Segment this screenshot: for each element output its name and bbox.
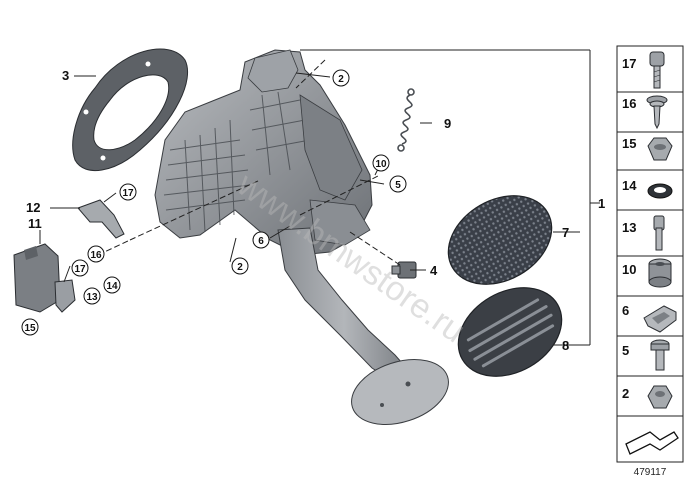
callout-2-top: 2 — [338, 74, 344, 85]
callout-17-bottom: 17 — [74, 264, 86, 275]
hex-nut-2-icon — [647, 385, 673, 409]
clip-6-icon — [643, 305, 677, 333]
callout-10: 10 — [375, 159, 387, 170]
callout-9: 9 — [444, 116, 451, 131]
bushing-10-icon — [648, 258, 672, 288]
callout-8: 8 — [562, 338, 569, 353]
callout-6: 6 — [258, 236, 264, 247]
parts-legend: 17 16 15 14 13 10 6 5 2 — [616, 45, 684, 463]
callout-5: 5 — [395, 180, 401, 191]
pedal-pad-8-part — [457, 287, 563, 377]
callout-7: 7 — [562, 225, 569, 240]
bolt-5-icon — [650, 339, 670, 371]
switch-part-4 — [391, 261, 417, 279]
callout-11: 11 — [28, 216, 42, 231]
callout-2-bottom: 2 — [237, 262, 243, 273]
spring-part — [397, 88, 415, 152]
orientation-arrow-icon — [625, 431, 679, 455]
legend-label-6: 6 — [622, 303, 629, 318]
pedal-arm-part — [277, 227, 449, 425]
callout-1: 1 — [598, 196, 605, 211]
diagram-id: 479117 — [634, 467, 667, 478]
legend-label-16: 16 — [622, 96, 636, 111]
callout-13: 13 — [86, 292, 98, 303]
legend-label-10: 10 — [622, 262, 636, 277]
callout-16: 16 — [90, 250, 102, 261]
gasket-part — [72, 48, 189, 172]
pedal-pad-7-part — [447, 195, 553, 285]
screw-16-icon — [646, 95, 668, 130]
sensor-part-11 — [13, 243, 76, 313]
callout-17-top: 17 — [122, 188, 134, 199]
callout-3: 3 — [62, 68, 69, 83]
legend-label-2: 2 — [622, 386, 629, 401]
leader-lines — [39, 49, 600, 346]
callout-14: 14 — [106, 281, 118, 292]
circled-callouts: 2 2 10 5 6 17 16 17 14 13 15 — [21, 69, 407, 336]
callout-4: 4 — [430, 263, 438, 278]
clip-part-12 — [77, 199, 125, 239]
legend-label-15: 15 — [622, 136, 636, 151]
nut-15-icon — [647, 137, 673, 161]
screw-17-icon — [649, 51, 665, 89]
legend-label-17: 17 — [622, 56, 636, 71]
legend-label-14: 14 — [622, 178, 637, 193]
grommet-14-icon — [647, 183, 673, 199]
callout-12: 12 — [26, 200, 40, 215]
legend-label-13: 13 — [622, 220, 636, 235]
legend-label-5: 5 — [622, 343, 629, 358]
pin-13-icon — [653, 215, 665, 251]
callout-15: 15 — [24, 323, 36, 334]
